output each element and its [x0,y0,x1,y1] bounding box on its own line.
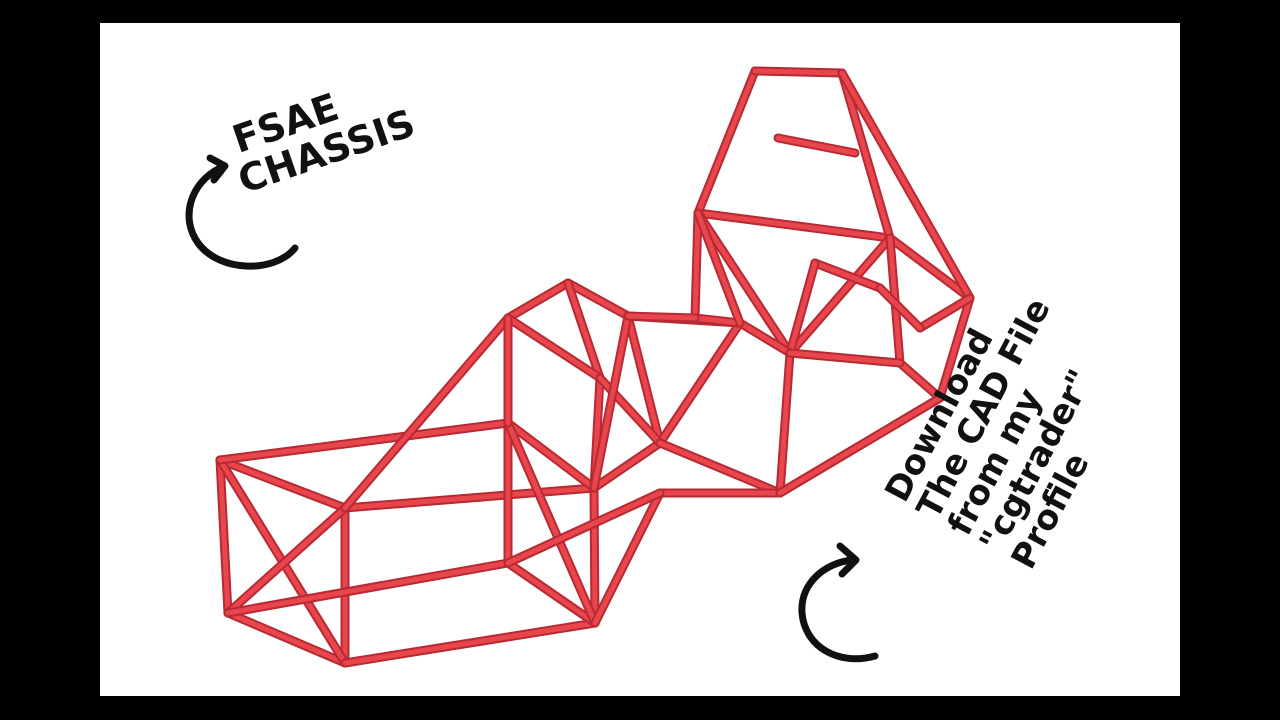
chassis-tube [775,348,795,498]
chassis-tube [775,393,945,498]
chassis-tube [935,293,975,403]
curved-arrow-icon [798,542,879,663]
chassis-tube [503,278,573,323]
thumbnail-canvas: FSAE CHASSIS Download The CAD File from … [100,23,1180,696]
chassis-tube [503,488,665,568]
chassis-tube [655,438,785,498]
chassis-tube [693,208,795,358]
chassis-tube [915,293,975,333]
chassis-tube [590,488,665,628]
chassis-tube [693,208,895,243]
chassis-tube [503,418,599,493]
chassis-tube [340,313,513,513]
chassis-tube [885,233,975,303]
chassis-tube [215,418,513,465]
chassis-tube [503,558,600,628]
chassis-tube [690,208,703,323]
chassis-tube [735,318,795,358]
chassis-tube [215,455,233,618]
chassis-frame-illustration [215,66,975,668]
chassis-tube [895,358,945,403]
chassis-tube [215,455,350,513]
chassis-tube [810,258,885,293]
chassis-tube [837,68,895,243]
chassis-tube [503,313,605,383]
chassis-tube [690,313,745,328]
chassis-tube [223,558,513,618]
curved-arrow-icon [185,154,299,270]
chassis-tube [750,66,847,78]
chassis-tube [785,258,820,358]
chassis-tube [623,311,665,448]
chassis-tube [589,483,600,628]
chassis-tube [589,311,633,493]
chassis-tube [837,68,975,303]
chassis-tube [773,133,860,158]
chassis-tube [693,208,745,328]
chassis-tube [655,318,745,448]
chassis-tube [623,311,700,323]
chassis-tube [563,278,633,321]
chassis-tube [785,233,895,358]
chassis-tube [785,348,905,368]
chassis-tube [563,278,605,383]
chassis-tube [875,283,925,333]
chassis-tube [589,438,665,493]
chassis-tube [693,66,760,218]
chassis-tube [340,618,600,668]
chassis-tube [223,608,350,668]
chassis-tube [223,503,350,618]
chassis-tube [503,418,600,628]
chassis-tube [340,483,599,513]
